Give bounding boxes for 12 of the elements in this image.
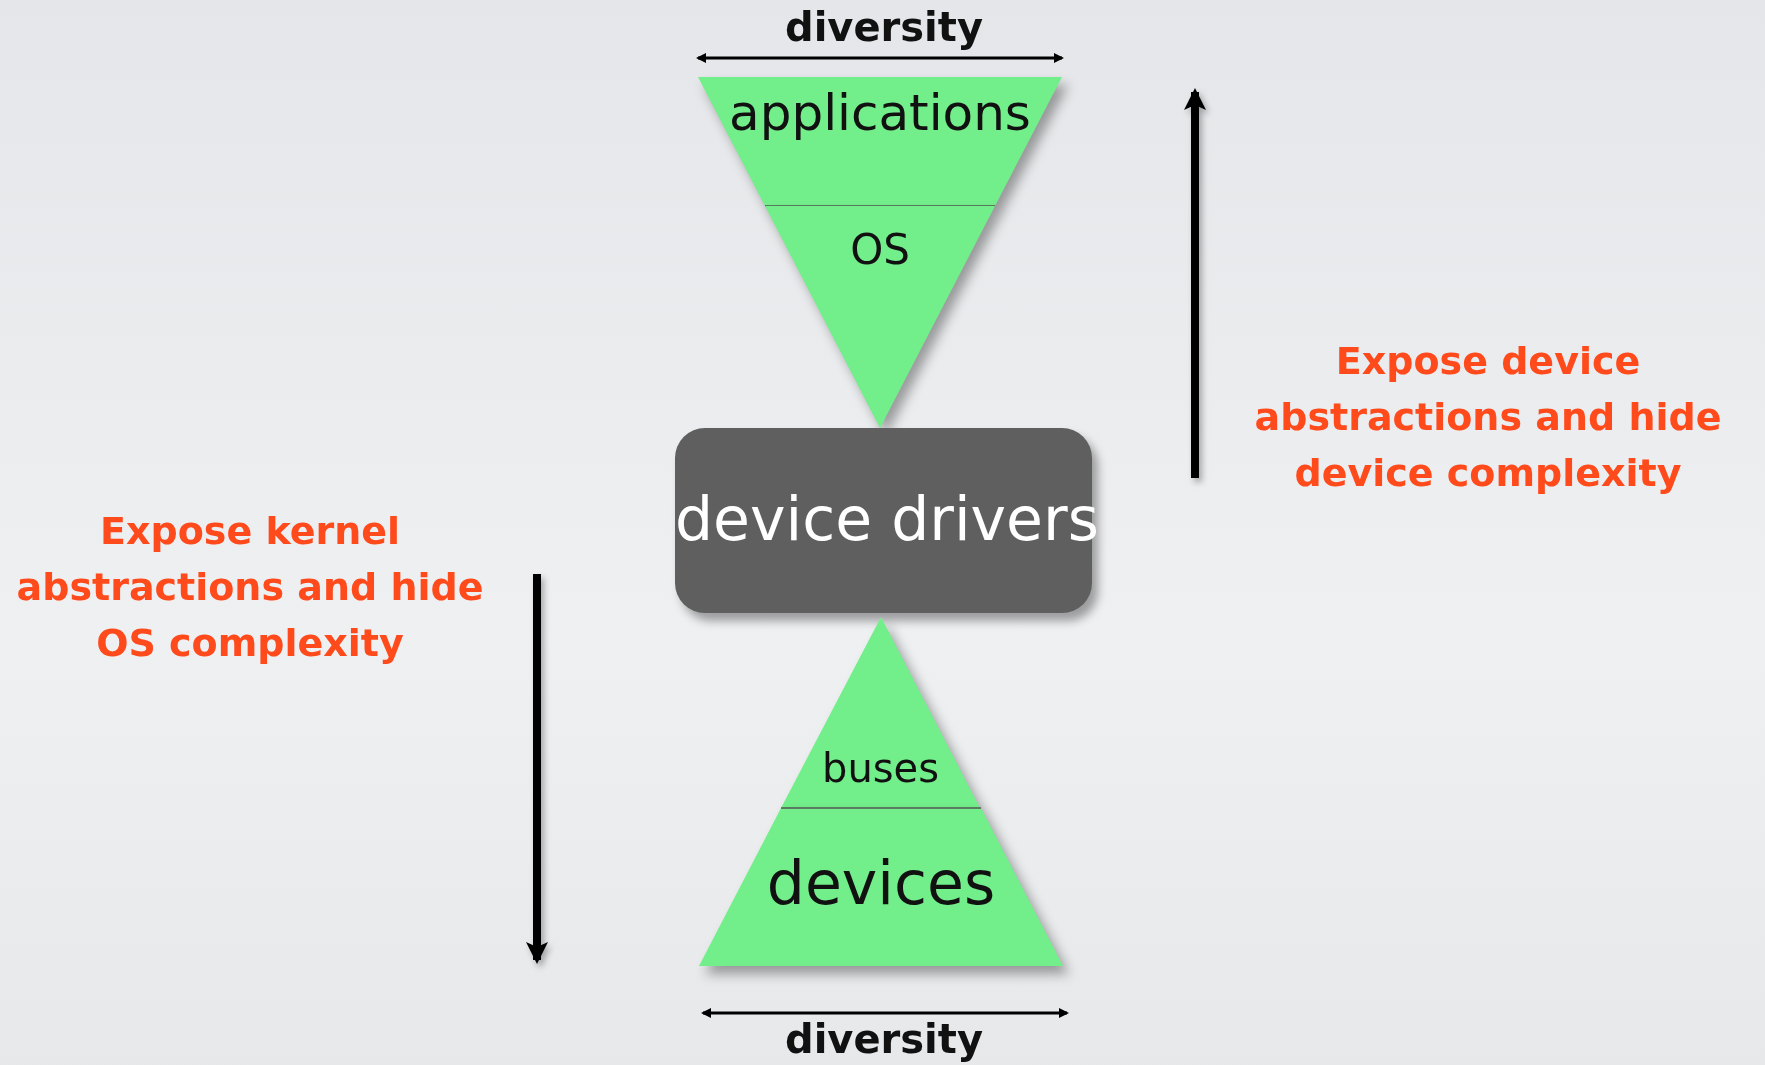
device-layer-band bbox=[699, 808, 1063, 966]
layer-label: OS bbox=[849, 226, 911, 274]
layer-label: devices bbox=[765, 850, 997, 916]
dimension-label: diversity bbox=[784, 4, 984, 50]
annotation-text: Expose device abstractions and hide device complexity bbox=[1253, 338, 1723, 497]
layer-label: applications bbox=[728, 85, 1032, 141]
annotation-text: Expose kernel abstractions and hide OS complexity bbox=[15, 508, 485, 667]
bus-layer-band bbox=[781, 617, 980, 808]
dimension-label: diversity bbox=[784, 1016, 984, 1062]
layer-label: buses bbox=[821, 745, 940, 791]
os-layer-band bbox=[765, 206, 995, 428]
application-layer-band bbox=[698, 77, 1062, 206]
